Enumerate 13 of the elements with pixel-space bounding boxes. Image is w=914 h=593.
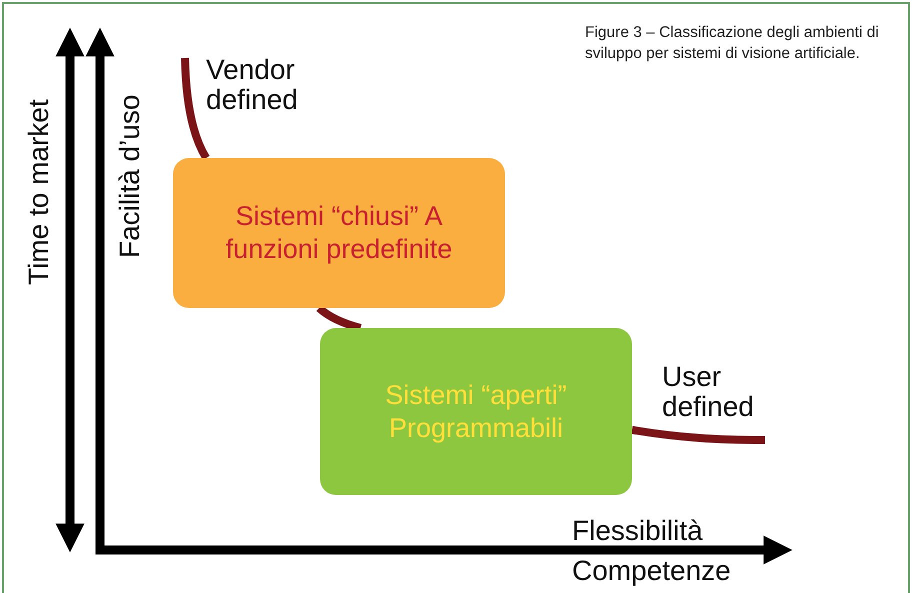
curve-line — [181, 58, 210, 160]
curve-line — [631, 426, 766, 444]
figure-caption: Figure 3 – Classificazione degli ambienti di sviluppo per sistemi di visione artificiale. — [585, 23, 880, 64]
axis-label: Competenze — [572, 556, 731, 586]
curve-end-label: User defined — [662, 362, 755, 422]
category-label: Sistemi “aperti” Programmabili — [384, 378, 568, 444]
curve-end-label: Vendor defined — [206, 55, 299, 115]
axis-label: Time to market — [24, 99, 54, 285]
category-label: Sistemi “chiusi” A funzioni predefinite — [224, 200, 454, 266]
axis-label: Facilità d’uso — [115, 94, 145, 258]
category-box — [320, 328, 632, 495]
category-box — [173, 158, 505, 308]
axis-label: Flessibilità — [572, 516, 703, 546]
